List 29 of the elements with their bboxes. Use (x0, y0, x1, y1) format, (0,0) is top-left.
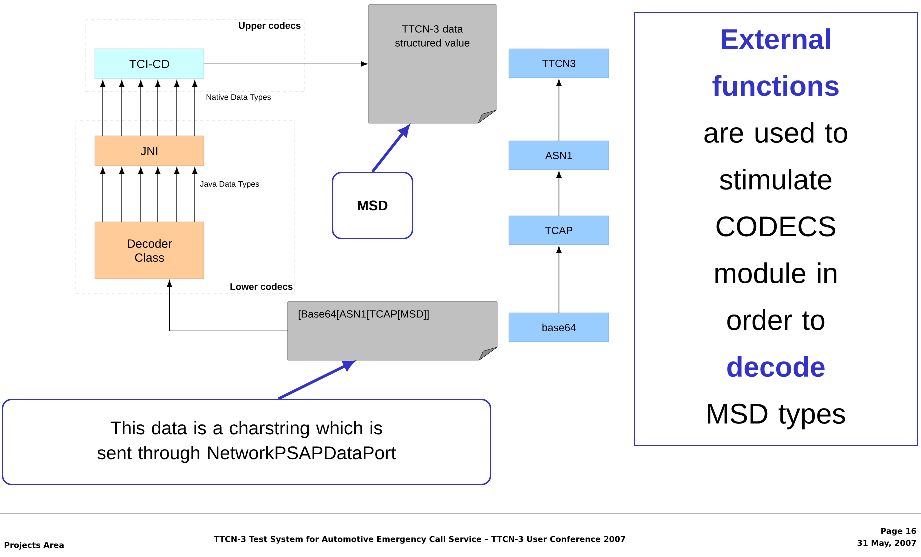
process-box: Decoder Class (95, 222, 204, 280)
process-box: ASN1 (509, 141, 610, 170)
arrow (155, 80, 161, 136)
arrow (204, 61, 368, 67)
arrow (192, 167, 198, 222)
arrow (372, 126, 410, 173)
arrow (556, 246, 562, 314)
arrow (119, 167, 125, 222)
process-box: base64 (509, 313, 610, 342)
arrow (155, 167, 161, 222)
arrow (278, 361, 354, 400)
process-box: TTCN3 (509, 49, 610, 78)
arrow (138, 167, 144, 222)
process-box: TCAP (509, 216, 610, 246)
callout-box: MSD (332, 172, 414, 240)
callout-box: This data is a charstring which is sent through NetworkPSAPDataPort (2, 399, 492, 486)
process-box: JNI (95, 136, 204, 166)
text-panel: External functions are used to stimulate CODECS module in order to decode MSD types (634, 12, 918, 446)
arrow (100, 80, 106, 136)
arrow (556, 79, 562, 142)
arrow (138, 80, 144, 136)
arrow (100, 167, 106, 222)
arrow (119, 80, 125, 136)
arrow (174, 167, 180, 222)
process-box: TCI-CD (95, 49, 204, 80)
arrow (174, 80, 180, 136)
arrow (556, 171, 562, 216)
arrow (192, 80, 198, 136)
arrow (166, 280, 288, 332)
